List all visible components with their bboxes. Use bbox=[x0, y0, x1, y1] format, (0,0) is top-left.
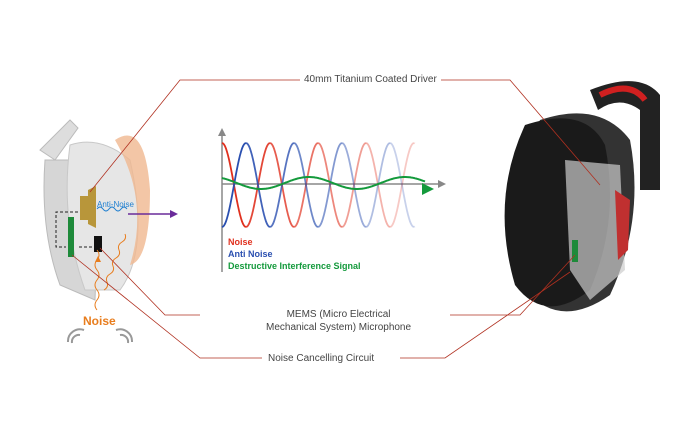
noise-wave bbox=[389, 142, 415, 228]
mems-label-line1: MEMS (Micro Electrical bbox=[286, 309, 391, 320]
waveform-chart bbox=[218, 128, 446, 272]
noise-wave bbox=[341, 142, 367, 228]
driver-icon bbox=[80, 186, 96, 228]
anti-noise-wave bbox=[221, 142, 247, 228]
legend-destructive: Destructive Interference Signal bbox=[228, 261, 361, 271]
right-headphone bbox=[504, 81, 660, 312]
sound-wave-icon bbox=[67, 328, 133, 344]
anti-noise-wave bbox=[245, 142, 271, 228]
noise-label: Noise bbox=[83, 314, 116, 328]
anti-noise-label: Anti-Noise bbox=[97, 200, 134, 209]
anti-noise-wave bbox=[389, 142, 415, 228]
ear-icon bbox=[115, 135, 150, 265]
arrow-icon bbox=[170, 210, 178, 218]
anti-noise-wave bbox=[293, 142, 319, 228]
anti-noise-wave bbox=[317, 142, 343, 228]
microphone-icon bbox=[94, 236, 102, 252]
circuit-label: Noise Cancelling Circuit bbox=[264, 352, 379, 365]
circuit-board-icon bbox=[68, 217, 74, 257]
mems-label: MEMS (Micro Electrical Mechanical System… bbox=[262, 308, 416, 334]
leader-lines bbox=[71, 79, 601, 359]
green-arrow-icon bbox=[422, 183, 434, 195]
destructive-interference-wave bbox=[221, 176, 426, 190]
left-earcup bbox=[39, 119, 178, 344]
legend-anti-noise: Anti Noise bbox=[228, 249, 273, 259]
driver-label: 40mm Titanium Coated Driver bbox=[300, 73, 441, 86]
mems-label-line2: Mechanical System) Microphone bbox=[266, 322, 412, 333]
anti-noise-wave bbox=[341, 142, 367, 228]
legend-noise: Noise bbox=[228, 237, 253, 247]
